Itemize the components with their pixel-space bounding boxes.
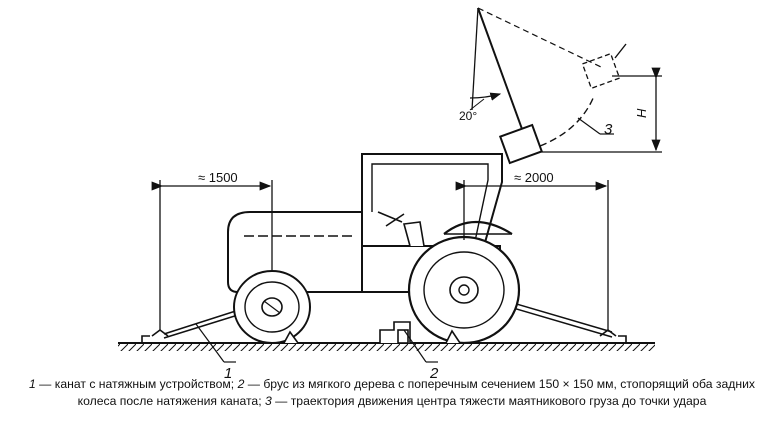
tractor-test-diagram: ≈ 1500 ≈ 2000 20° H 1 2 3 [118,7,662,382]
caption-text-3: — траектория движения центра тяжести мая… [271,394,707,408]
dimension-rear-label: ≈ 2000 [514,170,554,185]
wheel-chocks [283,329,461,344]
rear-wheel [407,235,521,345]
angle-label: 20° [459,109,477,123]
trajectory-arc [539,95,595,147]
height-label: H [634,108,649,118]
dimension-2000 [455,180,609,330]
callout-2: 2 [429,365,439,382]
dimension-1500 [151,180,273,330]
callout-leaders [195,117,614,363]
front-wheel [233,270,311,344]
ground [118,342,655,351]
figure-caption: 1 — канат с натяжным устройством; 2 — бр… [14,376,770,410]
callout-1: 1 [224,365,232,382]
caption-text-1: — канат с натяжным устройством; [35,377,238,391]
dimension-front-label: ≈ 1500 [198,170,238,185]
callout-3: 3 [604,121,613,138]
wooden-beam [379,321,411,344]
angle-arc [469,92,502,101]
caption-number-2: 2 [237,377,245,391]
caption-text-2: — брус из мягкого дерева с поперечным се… [77,377,755,408]
height-dimension [540,67,662,153]
caption-number-1: 1 [29,377,36,391]
anchor-front [141,329,169,343]
caption-number-3: 3 [264,394,272,408]
pendulum [471,7,627,165]
anchor-rear [599,329,627,343]
